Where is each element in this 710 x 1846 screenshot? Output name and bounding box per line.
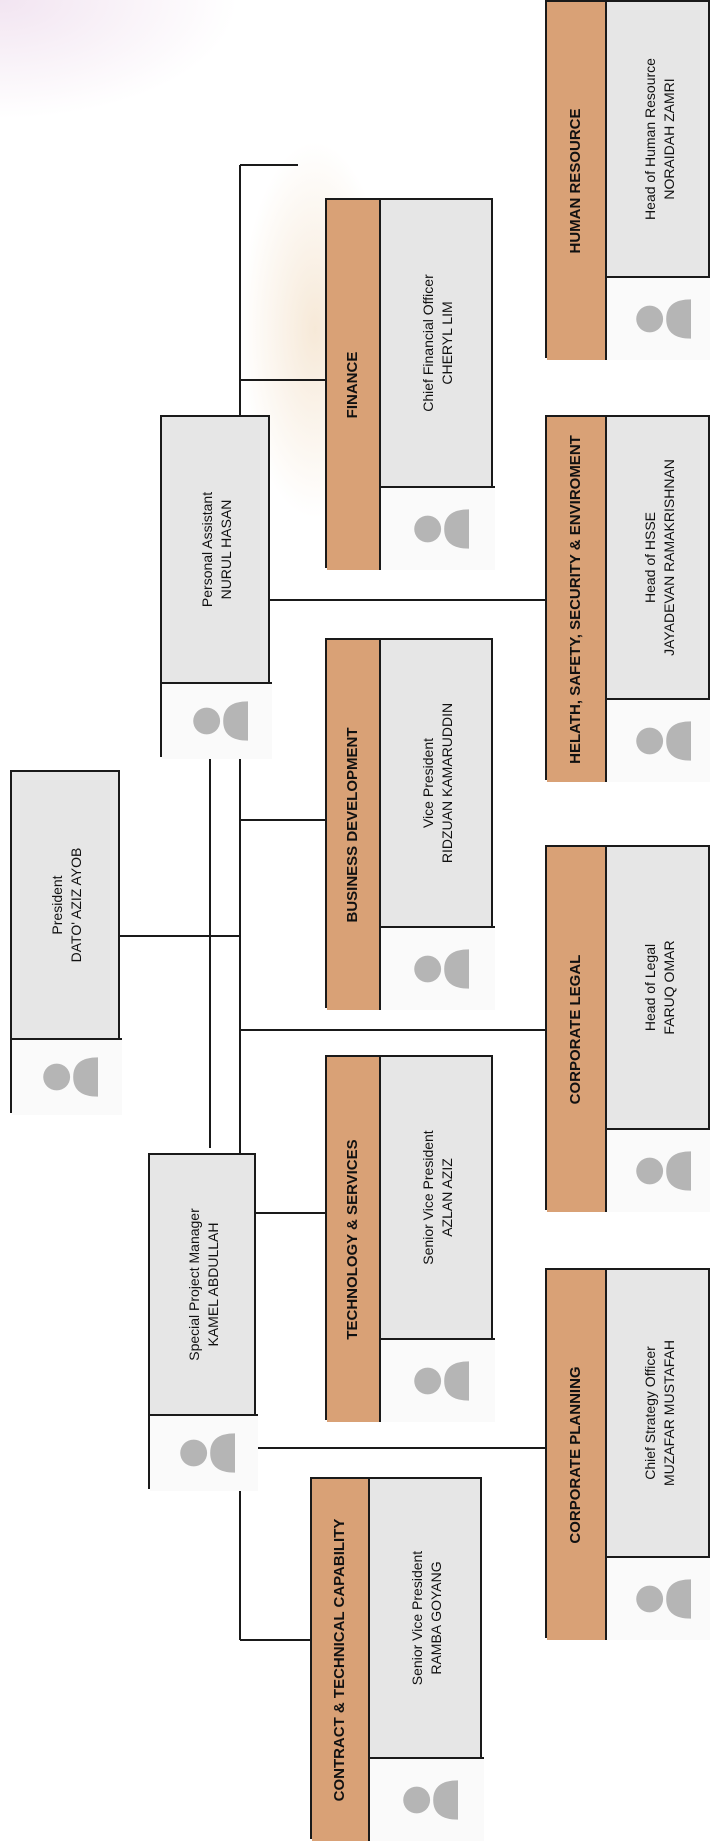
dept-planning-role: Chief Strategy Officer: [641, 1346, 658, 1480]
dept-hsse-role: Head of HSSE: [641, 511, 658, 604]
dept-hr-name: NORAIDAH ZAMRI: [660, 78, 677, 200]
person-portrait-icon: [370, 1757, 484, 1841]
person-portrait-icon: [162, 682, 272, 759]
assistant-name: NURUL HASAN: [218, 499, 234, 600]
dept-contract-role: Senior Vice President: [409, 1550, 426, 1686]
person-portrait-icon: [150, 1414, 258, 1491]
president-role: President: [49, 875, 66, 935]
dept-planning-name: MUZAFAR MUSTAFAH: [660, 1340, 677, 1486]
dept-hr-title: HUMAN RESOURCE: [567, 108, 584, 254]
person-portrait-icon: [381, 486, 495, 570]
dept-technology-name: AZLAN AZIZ: [439, 1158, 455, 1237]
dept-legal-name: FARUQ OMAR: [660, 940, 677, 1035]
assistant-role: Personal Assistant: [199, 491, 216, 608]
dept-contract-name: RAMBA GOYANG: [428, 1561, 444, 1675]
person-portrait-icon: [381, 926, 495, 1010]
dept-corporate-planning: CORPORATE PLANNING Chief Strategy Office…: [545, 1268, 710, 1640]
dept-contract-title: CONTRACT & TECHNICAL CAPABILITY: [331, 1518, 348, 1802]
dept-business-title: BUSINESS DEVELOPMENT: [344, 727, 361, 923]
dept-technology-role: Senior Vice President: [420, 1130, 437, 1265]
person-portrait-icon: [607, 1128, 710, 1212]
dept-contract-technical: CONTRACT & TECHNICAL CAPABILITY Senior V…: [310, 1477, 484, 1841]
person-portrait-icon: [607, 698, 710, 782]
dept-technology-services: TECHNOLOGY & SERVICES Senior Vice Presid…: [325, 1055, 495, 1422]
dept-finance-name: CHERYL LIM: [439, 301, 455, 385]
dept-hsse-title: HELATH, SAFETY, SECURITY & ENVIROMENT: [567, 435, 584, 764]
person-portrait-icon: [607, 1556, 710, 1640]
person-portrait-icon: [12, 1038, 122, 1115]
dept-hsse-name: JAYADEVAN RAMAKRISHNAN: [660, 459, 677, 656]
dept-finance-role: Chief Financial Officer: [420, 274, 437, 412]
dept-finance-title: FINANCE: [344, 351, 361, 419]
person-portrait-icon: [381, 1338, 495, 1422]
dept-hr-role: Head of Human Resource: [641, 58, 658, 220]
president-name: DATO' AZIZ AYOB: [68, 847, 84, 963]
dept-hsse: HELATH, SAFETY, SECURITY & ENVIROMENT He…: [545, 415, 710, 782]
dept-business-name: RIDZUAN KAMARUDDIN: [439, 702, 455, 864]
dept-legal-role: Head of Legal: [641, 943, 658, 1032]
person-portrait-icon: [607, 276, 710, 360]
dept-legal-title: CORPORATE LEGAL: [567, 954, 584, 1105]
special-project-role: Special Project Manager: [186, 1208, 203, 1361]
dept-business-role: Vice President: [420, 738, 437, 829]
dept-planning-title: CORPORATE PLANNING: [567, 1366, 584, 1544]
special-project-name: KAMEL ABDULLAH: [205, 1222, 221, 1347]
dept-technology-title: TECHNOLOGY & SERVICES: [344, 1139, 361, 1340]
